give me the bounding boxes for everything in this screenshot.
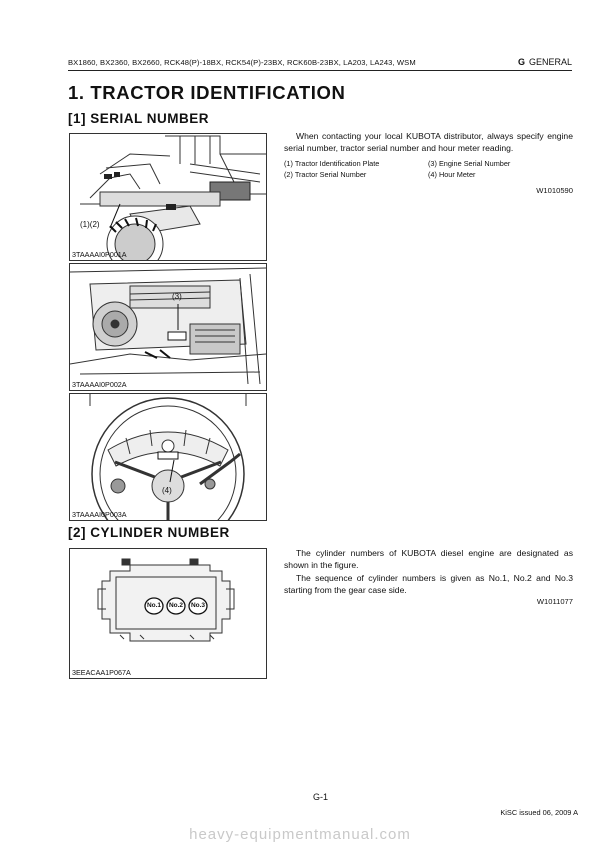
figure-engine-serial: (3) 3TAAAAI0P002A [69, 263, 267, 391]
header-model-list: BX1860, BX2360, BX2660, RCK48(P)-18BX, R… [68, 58, 416, 67]
figure-hour-meter: (4) 3TAAAAI0P003A [69, 393, 267, 521]
legend-item: (1) Tractor Identification Plate [284, 159, 380, 168]
cylinder-label: No.1 [146, 602, 162, 609]
cylinder-paragraph-2: The sequence of cylinder numbers is give… [284, 573, 573, 595]
legend-item: (2) Tractor Serial Number [284, 169, 367, 179]
figure-code: 3TAAAAI0P002A [72, 380, 127, 389]
serial-number-intro: When contacting your local KUBOTA distri… [284, 131, 573, 153]
figure-tractor-id-plate: (1)(2) 3TAAAAI0P001A [69, 133, 267, 261]
figure-cylinder-numbers: No.1 No.2 No.3 3EEACAA1P067A [69, 548, 267, 679]
callout-label: (3) [172, 292, 182, 301]
cylinder-label: No.3 [190, 602, 206, 609]
header-rule [68, 70, 572, 71]
cylinder-paragraph-1: The cylinder numbers of KUBOTA diesel en… [284, 548, 573, 570]
reference-code: W1010590 [536, 186, 573, 195]
legend-item: (4) Hour Meter [428, 169, 476, 179]
engine-illustration [70, 267, 266, 385]
figure-code: 3EEACAA1P067A [72, 668, 131, 677]
figure-code: 3TAAAAI0P003A [72, 510, 127, 519]
dashboard-illustration [89, 394, 247, 520]
legend-item: (3) Engine Serial Number [428, 159, 511, 168]
callout-label: (1)(2) [80, 220, 100, 229]
section-heading-serial-number: [1] SERIAL NUMBER [68, 111, 210, 126]
reference-code: W1011077 [536, 597, 573, 606]
watermark: heavy-equipmentmanual.com [189, 826, 411, 843]
section-letter: G [517, 57, 525, 67]
issue-note: KiSC issued 06, 2009 A [500, 808, 578, 817]
tractor-side-illustration [80, 135, 266, 260]
figure-code: 3TAAAAI0P001A [72, 250, 127, 259]
engine-block-illustration [97, 558, 235, 642]
figure-legend: (1) Tractor Identification Plate (3) Eng… [284, 159, 573, 180]
section-heading-cylinder-number: [2] CYLINDER NUMBER [68, 525, 230, 540]
cylinder-label: No.2 [168, 602, 184, 609]
callout-label: (4) [162, 486, 172, 495]
page-title: 1. TRACTOR IDENTIFICATION [68, 82, 346, 103]
page-number: G-1 [313, 792, 329, 802]
section-name: GENERAL [528, 57, 572, 67]
